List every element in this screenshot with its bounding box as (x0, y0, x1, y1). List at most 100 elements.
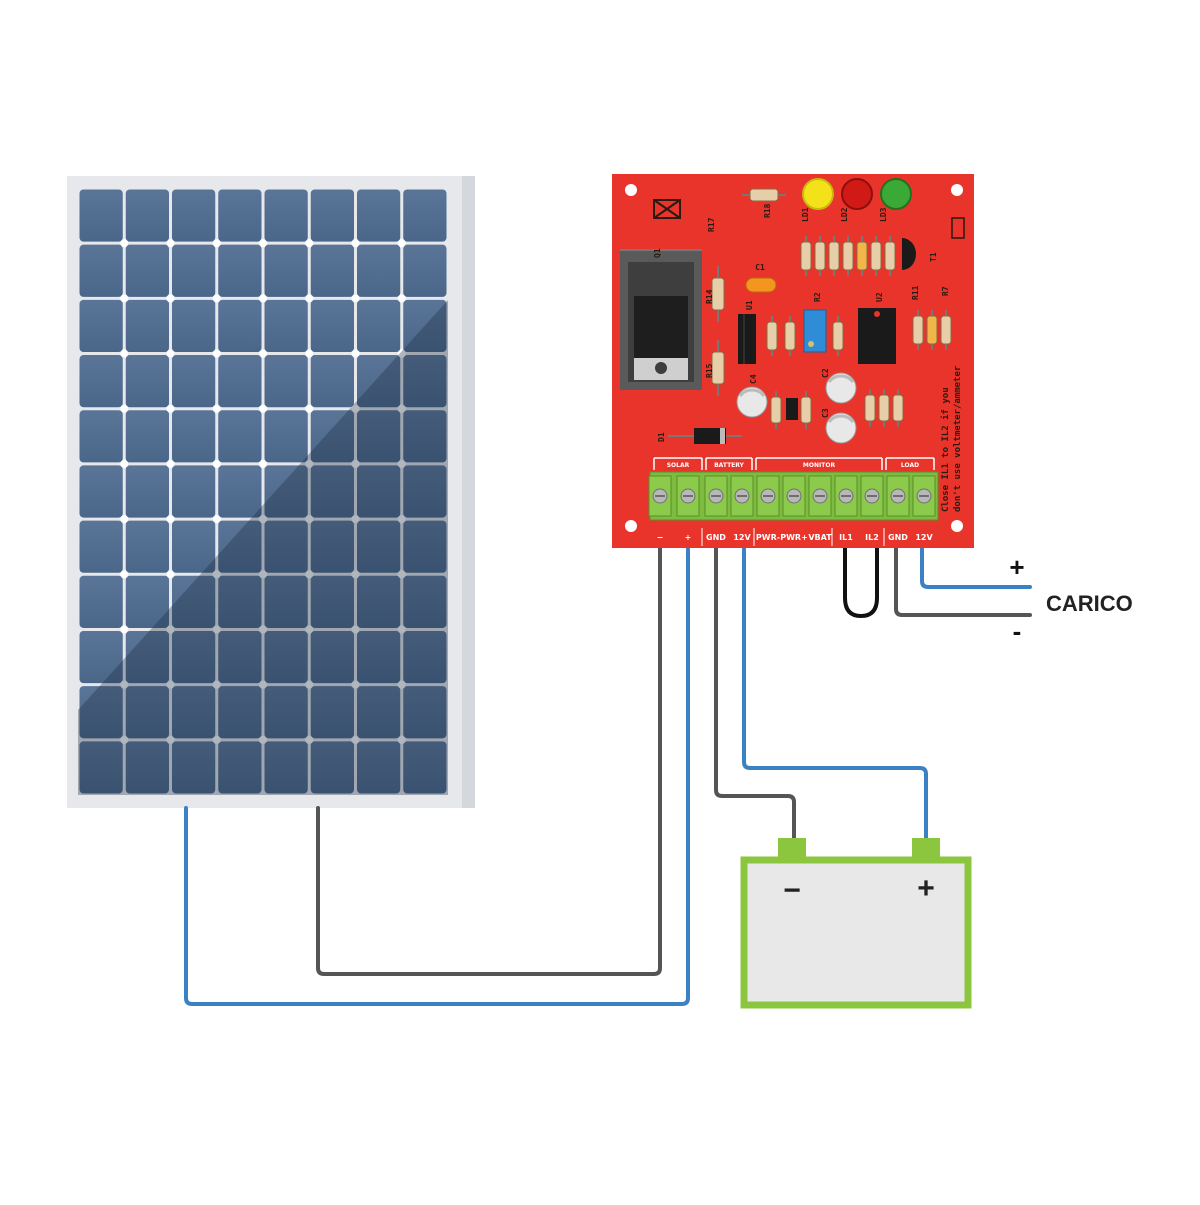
chip-u2 (858, 308, 896, 364)
cell-junction-dot (397, 625, 406, 634)
battery-minus-sign: − (783, 874, 801, 907)
section-label-battery: BATTERY (714, 462, 744, 469)
screw-terminal[interactable] (676, 475, 700, 517)
label-r15: R15 (705, 363, 714, 378)
solar-cell (310, 575, 354, 628)
solar-cell (125, 299, 169, 353)
mounting-hole (625, 520, 637, 532)
section-label-load: LOAD (901, 462, 919, 469)
battery-plus-sign: + (917, 872, 935, 905)
label-r7: R7 (941, 286, 950, 296)
solar-cell (172, 575, 216, 628)
cell-junction-dot (166, 294, 175, 303)
cell-junction-dot (351, 459, 360, 468)
cell-junction-dot (259, 239, 267, 248)
label-c3: C3 (821, 408, 830, 418)
cell-junction-dot (305, 294, 314, 303)
cell-junction-dot (166, 625, 175, 634)
screw-terminal[interactable] (834, 475, 858, 517)
solar-cell (172, 686, 216, 739)
solar-cell (125, 741, 169, 794)
solar-cell (218, 630, 262, 684)
screw-terminal[interactable] (808, 475, 832, 517)
screw-terminal[interactable] (860, 475, 884, 517)
cell-junction-dot (397, 735, 406, 744)
cell-junction-dot (351, 680, 360, 689)
solar-cell (125, 355, 169, 408)
solar-cell (357, 686, 401, 739)
terminal-label: GND (888, 533, 908, 542)
cell-junction-dot (120, 680, 129, 689)
resistor (842, 236, 854, 276)
cell-junction-dot (259, 680, 267, 689)
screw-terminal[interactable] (704, 475, 728, 517)
label-ld2: LD2 (840, 207, 849, 222)
solar-cell (403, 520, 447, 573)
label-ld1: LD1 (801, 207, 810, 222)
solar-cell (172, 465, 216, 518)
solar-cell (357, 189, 401, 242)
board-logo-icon (653, 199, 681, 219)
cell-junction-dot (259, 294, 267, 303)
cell-junction-dot (166, 459, 175, 468)
solar-cell (357, 244, 401, 297)
wire-solar-negative (316, 546, 662, 976)
solar-cell (79, 189, 123, 242)
cell-junction-dot (351, 735, 360, 744)
resistor-r14 (711, 266, 725, 322)
screw-terminal[interactable] (756, 475, 780, 517)
resistor (892, 389, 904, 427)
cell-junction-dot (305, 515, 314, 524)
screw-terminal[interactable] (648, 475, 672, 517)
cell-junction-dot (212, 735, 221, 744)
solar-cell (357, 575, 401, 628)
led-yellow (802, 178, 834, 210)
resistor-r15 (711, 340, 725, 396)
solar-cell (79, 355, 123, 408)
screw-terminal[interactable] (782, 475, 806, 517)
transistor-t1 (902, 238, 916, 270)
resistor-r18 (742, 188, 786, 202)
label-ld3: LD3 (879, 207, 888, 222)
solar-cell (357, 520, 401, 573)
solar-cell (79, 244, 123, 297)
cell-junction-dot (351, 625, 360, 634)
label-q1: Q1 (653, 248, 662, 258)
cell-junction-dot (305, 404, 314, 413)
solar-cell (218, 355, 262, 408)
cell-junction-dot (212, 570, 221, 579)
resistor (800, 236, 812, 276)
solar-cell (264, 686, 308, 739)
screw-terminal[interactable] (912, 475, 936, 517)
wire-il-jumper (843, 546, 879, 618)
solar-cell (310, 686, 354, 739)
label-t1: T1 (929, 252, 938, 262)
solar-cell (264, 410, 308, 463)
wire-load-negative (894, 546, 1032, 617)
solar-cell (357, 299, 401, 353)
solar-cell (218, 520, 262, 573)
load-label: CARICO (1046, 591, 1133, 616)
label-d1: D1 (657, 432, 666, 442)
solar-cell (264, 575, 308, 628)
cell-junction-dot (166, 515, 175, 524)
solar-cell (264, 741, 308, 794)
cell-junction-dot (305, 349, 314, 358)
cell-junction-dot (259, 735, 267, 744)
cell-junction-dot (259, 404, 267, 413)
solar-cell (264, 630, 308, 684)
cell-junction-dot (305, 239, 314, 248)
solar-cell (218, 741, 262, 794)
resistor (878, 389, 890, 427)
terminal-label: IL2 (865, 533, 879, 542)
screw-terminal[interactable] (886, 475, 910, 517)
solar-cell (79, 520, 123, 573)
cell-junction-dot (212, 459, 221, 468)
mounting-hole (951, 184, 963, 196)
cell-junction-dot (212, 680, 221, 689)
solar-cell (403, 189, 447, 242)
cell-junction-dot (397, 294, 406, 303)
cell-junction-dot (166, 239, 175, 248)
screw-terminal[interactable] (730, 475, 754, 517)
